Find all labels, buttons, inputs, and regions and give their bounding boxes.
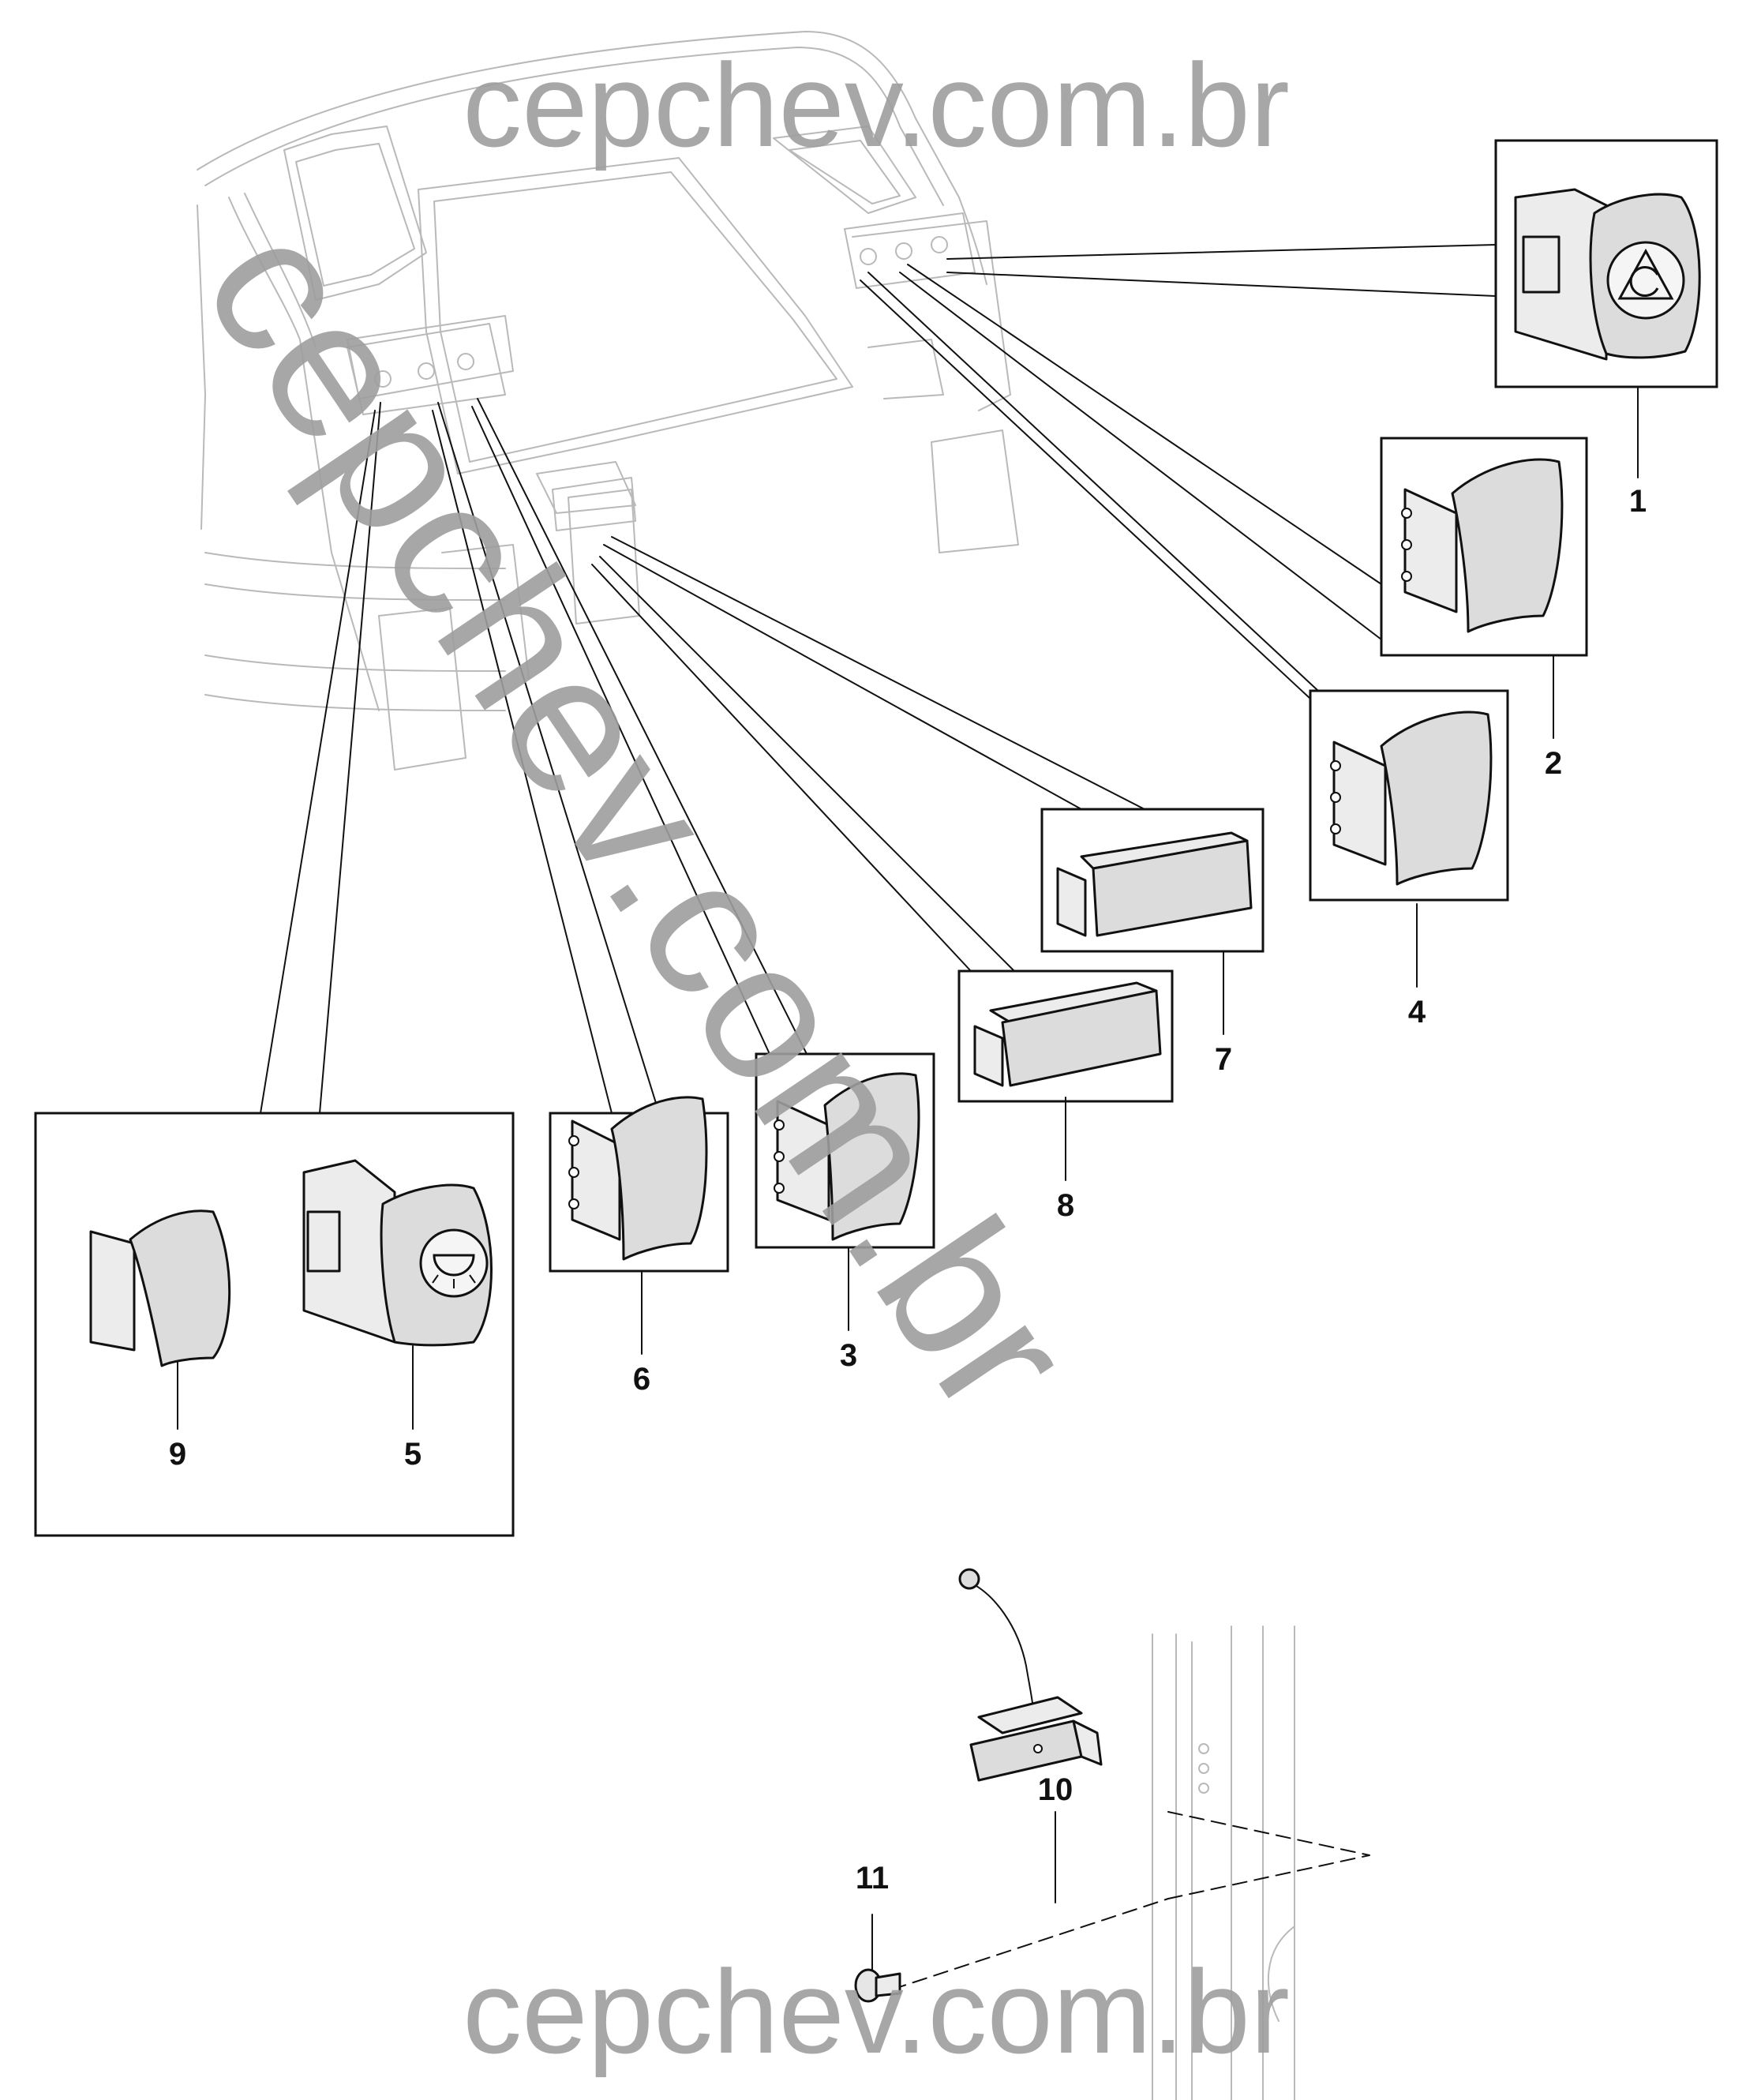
callout-2: 2 — [1545, 746, 1562, 781]
leader-lines — [177, 244, 1639, 1990]
callout-11: 11 — [856, 1861, 889, 1896]
callout-4: 4 — [1408, 995, 1426, 1029]
rocker-switch-icon — [774, 1072, 920, 1241]
part-1-frame — [1494, 139, 1718, 388]
screw-icon — [854, 1968, 901, 2003]
callout-10: 10 — [1038, 1772, 1073, 1807]
parts-5-9-frame — [34, 1112, 515, 1537]
callout-labels: 1 2 3 4 5 6 7 8 9 10 11 — [169, 484, 1647, 1896]
rocker-switch-icon — [1401, 458, 1564, 633]
callout-7: 7 — [1215, 1042, 1232, 1077]
part-2-frame — [1380, 437, 1588, 657]
hazard-warning-switch-icon — [1514, 188, 1701, 361]
dashboard-outline — [197, 31, 1019, 771]
door-pillar-outline — [1152, 1626, 1295, 2100]
rocker-switch-icon — [1330, 711, 1493, 886]
callout-9: 9 — [169, 1437, 186, 1472]
callout-1: 1 — [1629, 484, 1647, 519]
callout-8: 8 — [1057, 1188, 1074, 1223]
part-8-frame — [957, 969, 1174, 1103]
interior-light-switch-icon — [302, 1159, 493, 1347]
part-7-frame — [1040, 808, 1265, 953]
part-3-frame — [755, 1052, 935, 1249]
part-4-frame — [1309, 689, 1509, 902]
callout-3: 3 — [840, 1338, 857, 1373]
rocker-switch-icon — [89, 1209, 231, 1367]
blank-cover-icon — [1056, 831, 1253, 937]
blank-cover-icon — [973, 981, 1162, 1087]
callout-5: 5 — [404, 1437, 422, 1472]
rocker-switch-icon — [568, 1096, 708, 1261]
callout-6: 6 — [633, 1362, 650, 1397]
door-contact-switch-icon — [958, 1568, 1103, 1782]
watermark-bottom: cepchev.com.br — [463, 1945, 1290, 2078]
watermark-top: cepchev.com.br — [463, 39, 1290, 171]
